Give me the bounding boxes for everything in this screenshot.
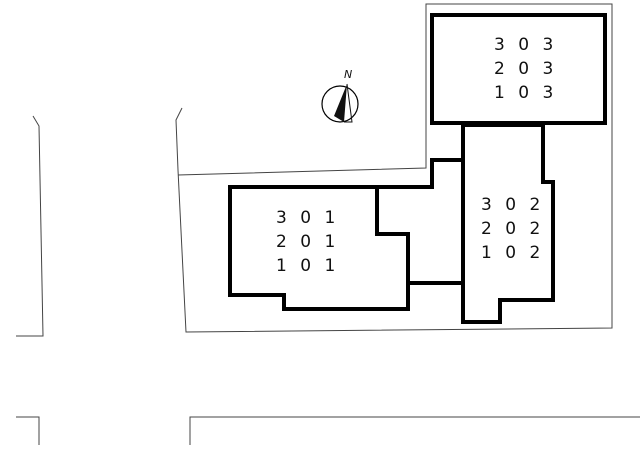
- connector-upper: [377, 158, 463, 189]
- unit-labels-301: 3 0 1 2 0 1 1 0 1: [276, 208, 339, 276]
- unit-label: 1 0 1: [276, 256, 339, 276]
- north-arrow-outline: [344, 83, 353, 123]
- building-303: [430, 13, 607, 125]
- compass-north-label: N: [344, 68, 352, 81]
- unit-label: 1 0 2: [481, 243, 544, 263]
- unit-label: 2 0 2: [481, 219, 544, 239]
- road-edge-left: [16, 115, 44, 337]
- unit-label: 1 0 3: [494, 83, 557, 103]
- unit-label: 3 0 1: [276, 208, 339, 228]
- road-edge-left-bottom: [16, 416, 40, 445]
- building-302: [461, 123, 555, 324]
- unit-label: 3 0 3: [494, 35, 557, 55]
- building-301: [228, 185, 410, 311]
- north-arrow-icon: [334, 84, 347, 122]
- compass: N: [321, 68, 359, 123]
- road-edge-bottom: [189, 416, 640, 445]
- unit-label: 2 0 1: [276, 232, 339, 252]
- compass-ring: [321, 85, 359, 123]
- unit-labels-303: 3 0 3 2 0 3 1 0 3: [494, 35, 557, 103]
- unit-label: 3 0 2: [481, 195, 544, 215]
- site-boundary: [175, 3, 613, 333]
- unit-labels-302: 3 0 2 2 0 2 1 0 2: [481, 195, 544, 263]
- unit-label: 2 0 3: [494, 59, 557, 79]
